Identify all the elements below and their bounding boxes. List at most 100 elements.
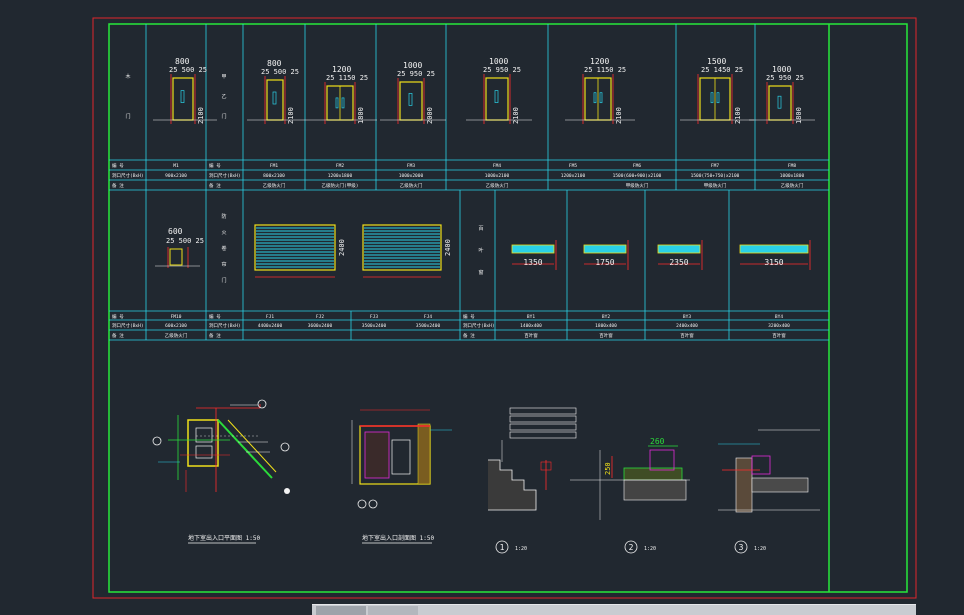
door-desc-cell: 乙级防火门 bbox=[781, 182, 804, 189]
louver-code-cell: BY1 bbox=[527, 314, 535, 320]
row2-header-desc: 备 注 bbox=[112, 332, 124, 339]
row1-table-cells: M1900x2100FM1800x2100乙级防火门FM21200x1800乙级… bbox=[165, 163, 804, 189]
schedule-row1-grid bbox=[109, 24, 829, 191]
row2-side-label: 帘 bbox=[221, 261, 226, 268]
door-desc-cell: 乙级防火门(甲级) bbox=[322, 182, 359, 189]
svg-text:1200: 1200 bbox=[590, 57, 609, 66]
row1-side-label: 甲 bbox=[221, 74, 226, 80]
svg-text:1750: 1750 bbox=[595, 258, 614, 267]
section-title: 地下室出入口剖面图 1:50 bbox=[362, 534, 434, 542]
louver-by2: 1750 bbox=[583, 240, 629, 270]
svg-text:1350: 1350 bbox=[523, 258, 542, 267]
svg-text:25 500 25: 25 500 25 bbox=[166, 237, 204, 245]
door-size-cell: 1000x1800 bbox=[780, 173, 805, 179]
row2-header-size: 洞口尺寸(BxH) bbox=[112, 322, 144, 329]
detail-3-drawing bbox=[718, 429, 820, 513]
model-tab[interactable] bbox=[316, 606, 366, 615]
plan-title: 地下室出入口平面图 1:50 bbox=[188, 534, 260, 542]
louver-desc-cell: 百叶窗 bbox=[524, 332, 538, 339]
svg-text:1: 1 bbox=[500, 543, 505, 552]
svg-text:3: 3 bbox=[739, 543, 744, 552]
item-size-cell: 600x2100 bbox=[165, 323, 187, 329]
row2-header-desc: 备 注 bbox=[463, 332, 475, 339]
row2-side-label: 火 bbox=[221, 230, 226, 236]
row1-side-label: 木 bbox=[125, 73, 130, 80]
row1-header-code: 编 号 bbox=[209, 162, 221, 169]
door-code-cell: FM7 bbox=[711, 163, 719, 169]
svg-text:2400: 2400 bbox=[444, 239, 452, 256]
svg-text:25 950 25: 25 950 25 bbox=[397, 70, 435, 78]
row1-header-size: 洞口尺寸(BxH) bbox=[209, 172, 241, 179]
door-size-cell: 1200x2100 bbox=[561, 173, 586, 179]
detail-label-2: 2 1:20 bbox=[624, 540, 656, 554]
svg-text:1:20: 1:20 bbox=[644, 546, 656, 552]
louver-size-cell: 1400x400 bbox=[520, 323, 542, 329]
louver-desc-cell: 百叶窗 bbox=[599, 332, 613, 339]
louver-by4: 3150 bbox=[739, 240, 811, 270]
door-size-cell: 1000x2000 bbox=[399, 173, 424, 179]
schedule-row2-grid bbox=[109, 190, 829, 341]
svg-text:2100: 2100 bbox=[734, 107, 742, 124]
row2-side-label: 门 bbox=[221, 277, 226, 284]
door-desc-cell: 甲级防火门 bbox=[704, 182, 727, 189]
louver-code-cell: BY4 bbox=[775, 314, 783, 320]
row1-header-size: 洞口尺寸(BxH) bbox=[112, 172, 144, 179]
svg-text:800: 800 bbox=[175, 57, 190, 66]
fire-shutter-fj2: 2400 bbox=[362, 224, 452, 278]
louver-size-cell: 1800x400 bbox=[595, 323, 617, 329]
item-desc-cell: 乙级防火门 bbox=[165, 332, 188, 339]
louver-by3: 2350 bbox=[657, 240, 703, 270]
louver-size-cell: 2400x400 bbox=[676, 323, 698, 329]
row2-header-size: 洞口尺寸(BxH) bbox=[463, 322, 495, 329]
door-fm10-elevation: 600 25 500 25 bbox=[155, 227, 204, 268]
row2-header-code: 编 号 bbox=[112, 313, 124, 320]
row1-side-label: 乙 bbox=[221, 93, 226, 100]
svg-text:1200: 1200 bbox=[332, 65, 351, 74]
louver-elevations: 1350 1750 2350 3150 bbox=[511, 240, 811, 270]
row2-side-label: 卷 bbox=[221, 245, 226, 252]
door-code-cell: FM3 bbox=[407, 163, 415, 169]
svg-text:25 500 25: 25 500 25 bbox=[261, 68, 299, 76]
door-size-cell: 1500(750+750)x2100 bbox=[691, 173, 740, 179]
row1-side-label: 门 bbox=[125, 113, 130, 120]
row1-header-desc: 备 注 bbox=[112, 182, 124, 189]
inner-frame bbox=[108, 23, 908, 593]
louver-code-cell: BY3 bbox=[683, 314, 691, 320]
row1-header-desc: 备 注 bbox=[209, 182, 221, 189]
row2-side-label: 百 bbox=[478, 226, 483, 232]
louver-code-cell: BY2 bbox=[602, 314, 610, 320]
svg-text:2000: 2000 bbox=[426, 107, 434, 124]
svg-text:1800: 1800 bbox=[795, 107, 803, 124]
louver-size-cell: 3200x400 bbox=[768, 323, 790, 329]
detail-2-dimension: 260 bbox=[650, 437, 665, 446]
door-code-cell: FM4 bbox=[493, 163, 501, 169]
svg-text:3150: 3150 bbox=[764, 258, 783, 267]
svg-text:25 500 25: 25 500 25 bbox=[169, 66, 207, 74]
row1-side-label: 门 bbox=[221, 113, 226, 120]
item-code-cell: FJ2 bbox=[316, 314, 324, 320]
detail-label-3: 3 1:20 bbox=[734, 540, 766, 554]
item-code-cell: FM10 bbox=[171, 314, 182, 320]
svg-text:25 950 25: 25 950 25 bbox=[766, 74, 804, 82]
layout-tab-bar[interactable] bbox=[312, 604, 916, 615]
svg-text:2350: 2350 bbox=[669, 258, 688, 267]
row2-header-code: 编 号 bbox=[209, 313, 221, 320]
door-code-cell: FM1 bbox=[270, 163, 278, 169]
layout-tab[interactable] bbox=[368, 606, 418, 615]
svg-text:2100: 2100 bbox=[615, 107, 623, 124]
svg-text:2: 2 bbox=[629, 543, 634, 552]
row2-header-desc: 备 注 bbox=[209, 332, 221, 339]
door-code-cell: FM2 bbox=[336, 163, 344, 169]
svg-text:2100: 2100 bbox=[512, 107, 520, 124]
door-code-cell: M1 bbox=[173, 163, 179, 169]
detail-1-stairs bbox=[488, 407, 577, 511]
item-code-cell: FJ4 bbox=[424, 314, 432, 320]
svg-text:1000: 1000 bbox=[489, 57, 508, 66]
item-size-cell: 4400x2400 bbox=[258, 323, 283, 329]
svg-text:250: 250 bbox=[604, 462, 612, 475]
